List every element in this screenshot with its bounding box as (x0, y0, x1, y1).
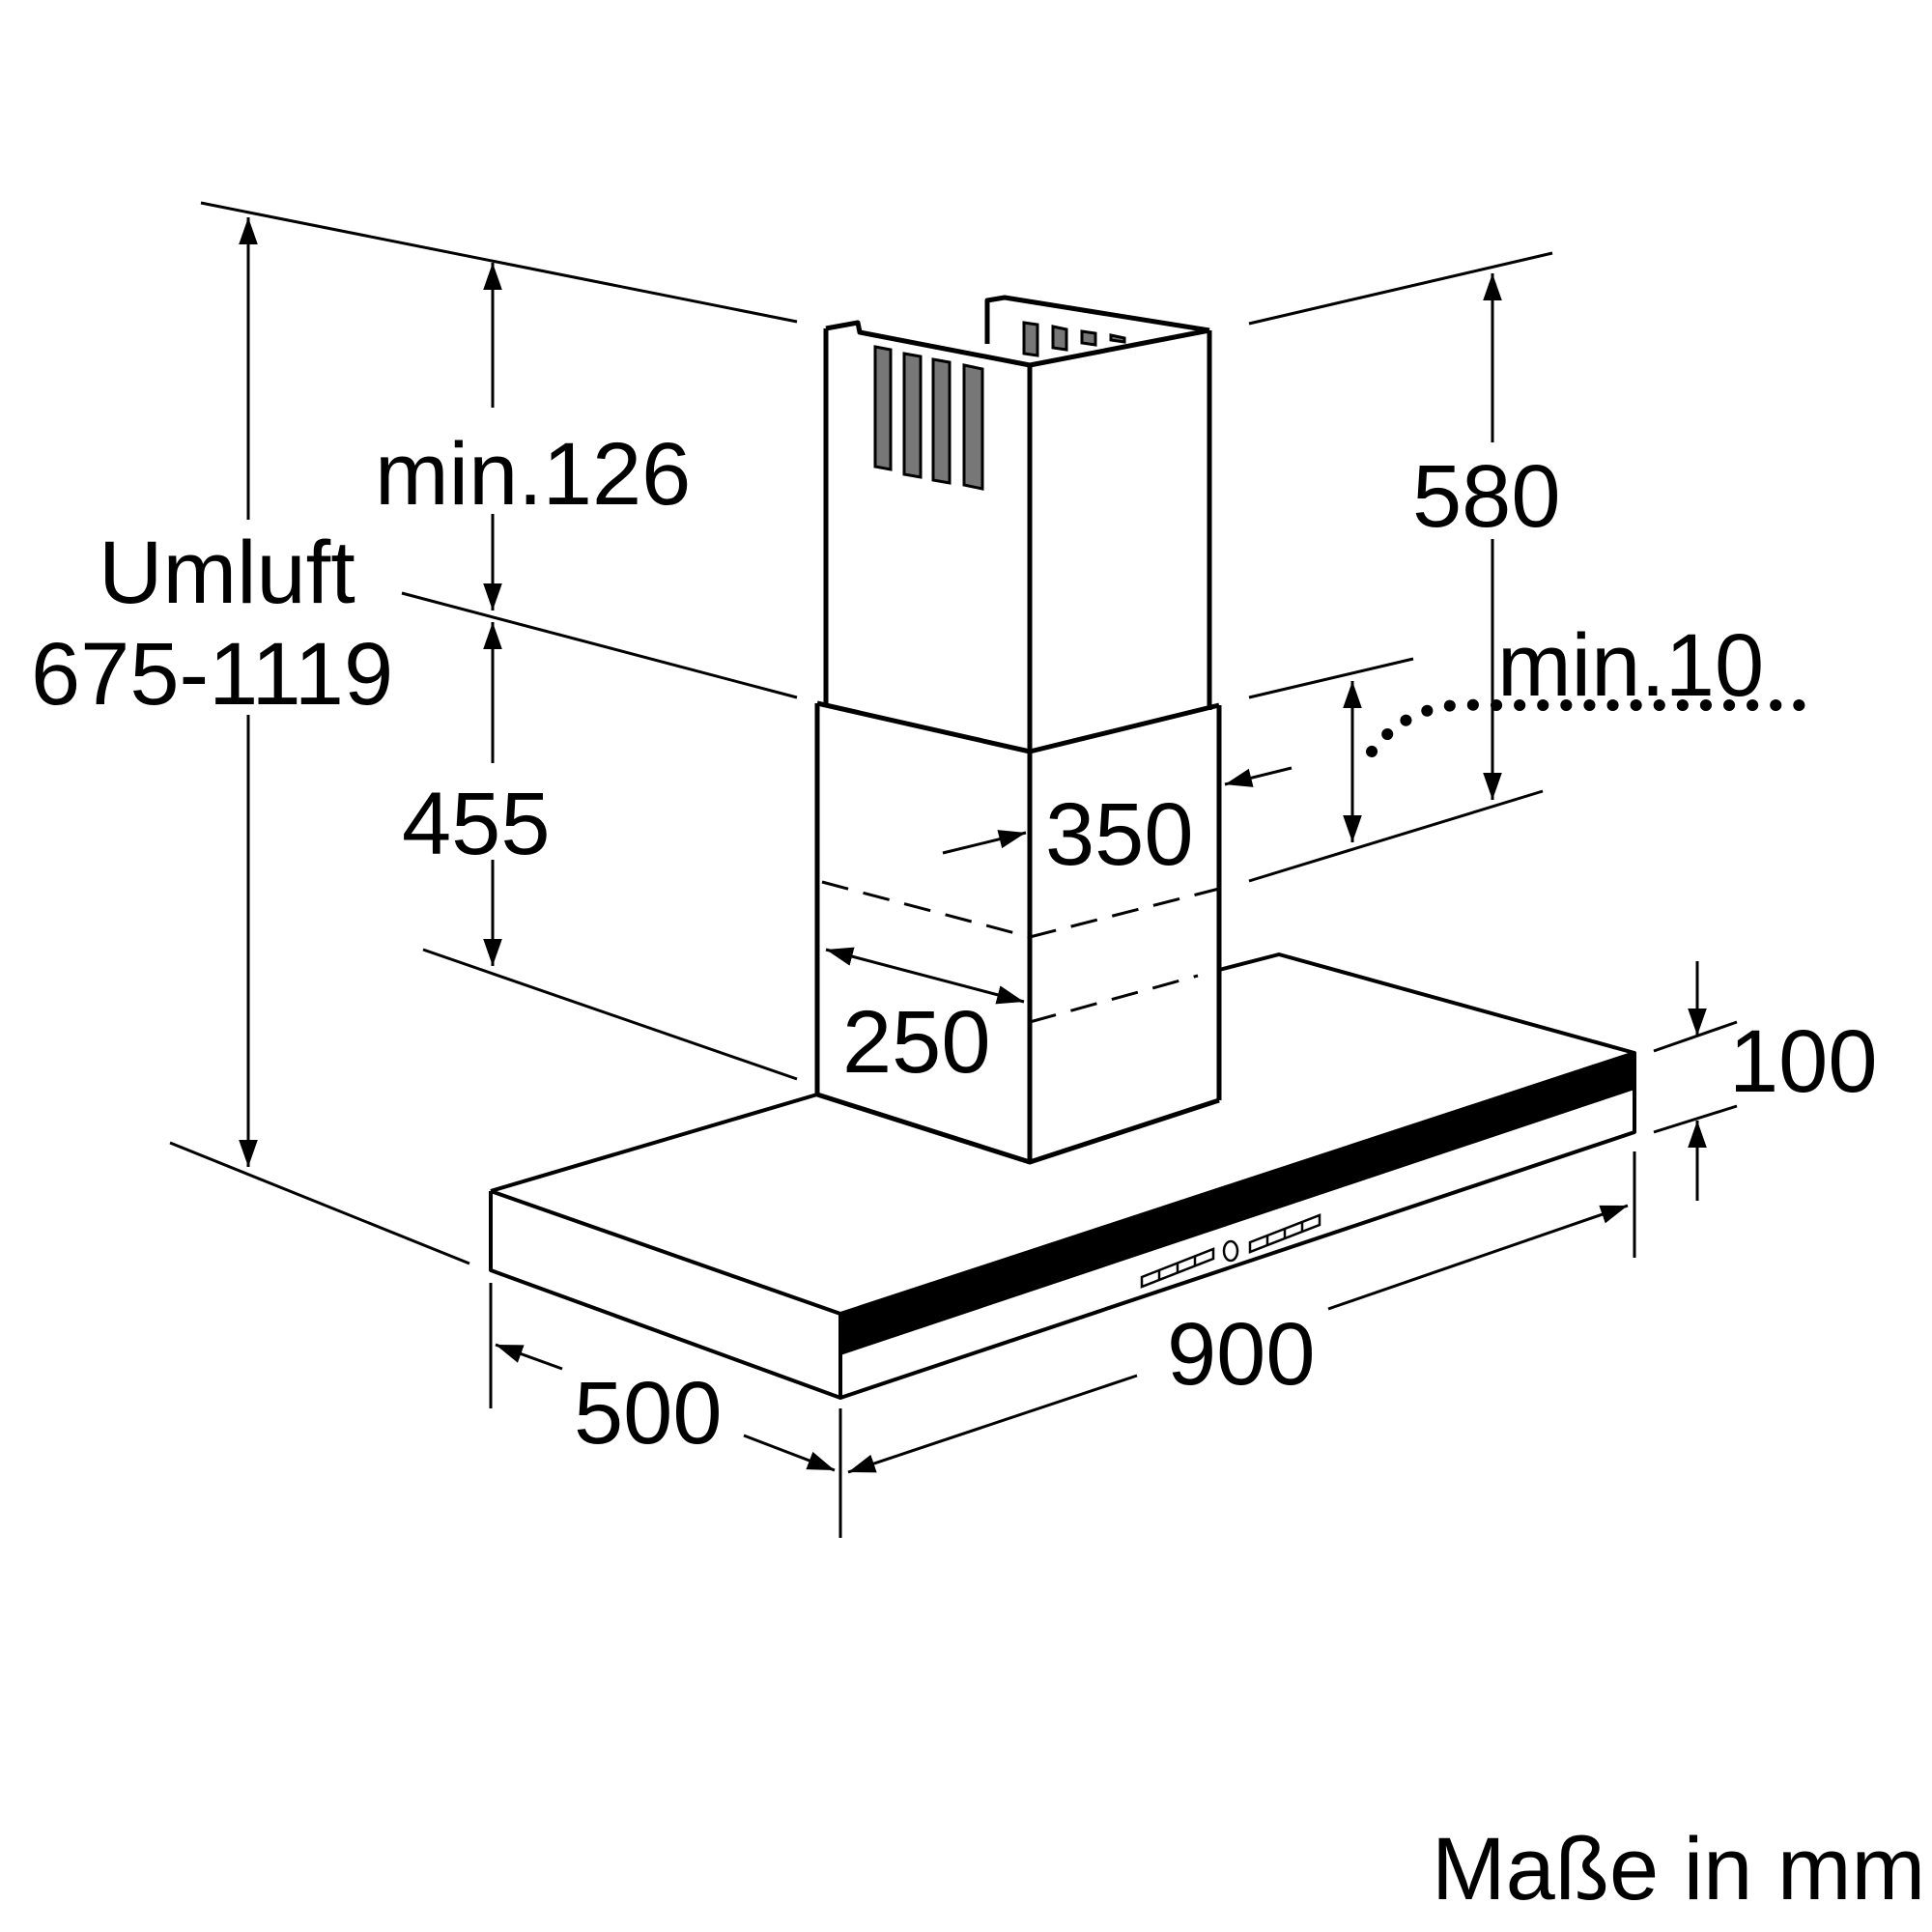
chimney-hidden-lines (821, 880, 1220, 1024)
min10-dotted-line (1366, 698, 1807, 757)
vent-slot (1022, 321, 1039, 357)
extension-lines (169, 201, 1738, 1538)
arrow-500-right (743, 1434, 836, 1472)
control-knob-lower[interactable] (1222, 1239, 1239, 1263)
arrow-250 (825, 947, 1025, 1005)
label-500: 500 (574, 1364, 723, 1463)
label-umluft: Umluft (99, 524, 355, 622)
label-350: 350 (1045, 785, 1194, 884)
units-caption: Maße in mm (1432, 1820, 1925, 1918)
arrow-350-right (1224, 766, 1293, 787)
chimney-lower (814, 700, 1222, 1165)
control-buttons-left[interactable] (1140, 1247, 1215, 1289)
vent-slot (1051, 325, 1068, 352)
vent-slots-back (1022, 321, 1126, 357)
label-250: 250 (842, 993, 991, 1092)
arrow-500-left (495, 1343, 563, 1371)
arrow-350-left (942, 830, 1027, 855)
vent-slot (1080, 329, 1097, 347)
control-panel (1140, 1200, 1321, 1289)
chimney-upper (823, 295, 1212, 752)
vent-slot (931, 357, 952, 485)
label-min126: min.126 (375, 425, 691, 524)
vent-slot (902, 352, 923, 479)
vent-slot (1109, 333, 1126, 344)
front-light-strip (840, 1053, 1634, 1355)
hood-canopy (489, 952, 1636, 1400)
label-min10: min.10 (1497, 616, 1764, 715)
control-buttons-right[interactable] (1248, 1213, 1321, 1254)
vent-slot (962, 363, 984, 491)
label-455: 455 (402, 775, 551, 873)
control-knob-upper[interactable] (1220, 1200, 1237, 1223)
label-100: 100 (1729, 1012, 1878, 1111)
label-900: 900 (1167, 1305, 1316, 1404)
dimension-arrows (239, 217, 1707, 1474)
arrow-900-right (1327, 1204, 1629, 1311)
label-580: 580 (1412, 447, 1561, 546)
vent-slot (873, 345, 893, 471)
vent-slots-left (873, 345, 984, 491)
label-umluft-range: 675-1119 (31, 625, 393, 724)
arrow-900-left (847, 1374, 1138, 1474)
